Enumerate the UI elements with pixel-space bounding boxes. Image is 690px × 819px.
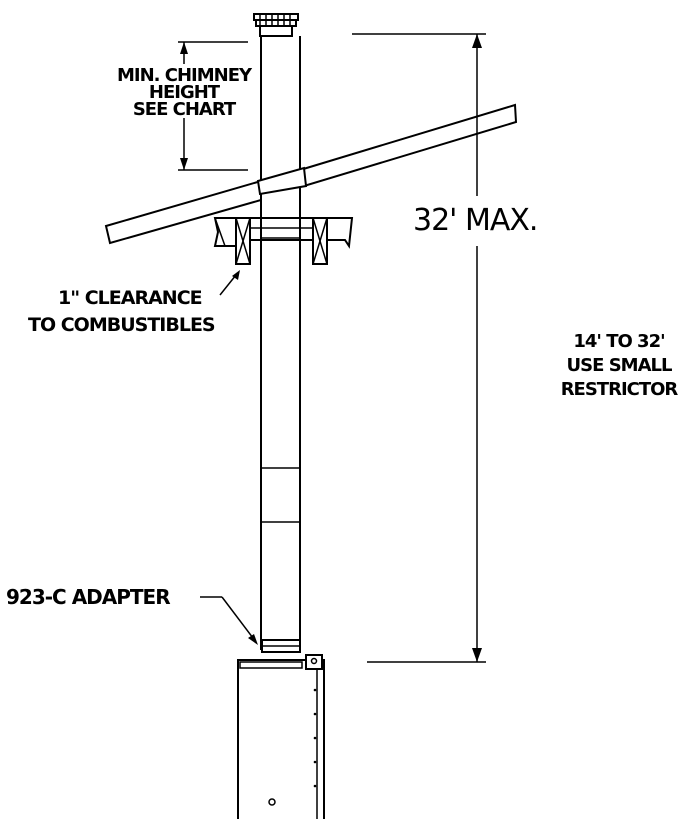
arrow-icon — [248, 634, 258, 645]
roof-line — [104, 103, 518, 245]
labels: MIN. CHIMNEY HEIGHT SEE CHART 32' MAX. 1… — [6, 65, 679, 609]
arrow-up-icon — [472, 34, 482, 48]
restrictor-label-line1: 14' TO 32' — [573, 331, 664, 352]
chimney-cap — [253, 13, 299, 37]
restrictor-label-line3: RESTRICTOR — [561, 379, 679, 400]
clearance-label-line2: TO COMBUSTIBLES — [28, 314, 215, 336]
ceiling-joists — [213, 217, 354, 265]
min-height-dimension — [178, 41, 248, 171]
arrow-down-icon — [472, 648, 482, 662]
min-chimney-label-line3: SEE CHART — [133, 99, 237, 120]
adapter-label: 923-C ADAPTER — [6, 585, 170, 609]
arrow-up-icon — [180, 42, 188, 54]
adapter-leader — [200, 596, 258, 645]
max-height-dimension — [352, 33, 486, 663]
arrow-icon — [232, 270, 240, 280]
appliance-heater — [237, 654, 325, 819]
max-height-label: 32' MAX. — [413, 203, 537, 238]
roof-flashing — [256, 166, 308, 196]
arrow-down-icon — [180, 158, 188, 170]
min-chimney-label-line2: HEIGHT — [149, 82, 221, 103]
chimney-pipe — [260, 36, 301, 650]
clearance-label-line1: 1" CLEARANCE — [58, 287, 202, 309]
clearance-leader — [219, 270, 240, 296]
adapter-fitting — [261, 639, 301, 653]
min-chimney-label-line1: MIN. CHIMNEY — [117, 65, 253, 86]
restrictor-label-line2: USE SMALL — [567, 355, 672, 376]
